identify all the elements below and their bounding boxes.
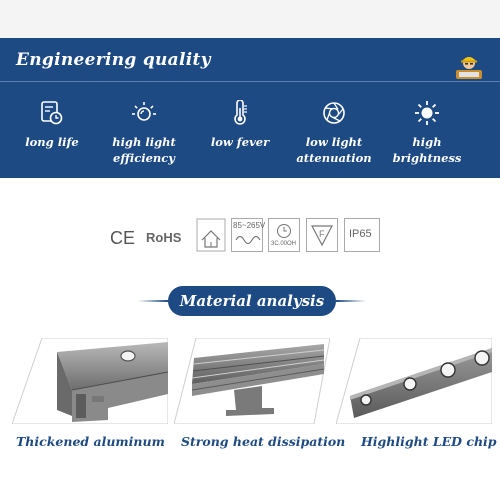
feature-label-line1: high: [412, 135, 442, 149]
feature-high-light-efficiency: high light efficiency: [99, 100, 189, 166]
caption-heat-dissipation: Strong heat dissipation: [181, 434, 346, 449]
ip-rating-badge: IP65: [344, 218, 380, 252]
caption-thickened-aluminum: Thickened aluminum: [16, 434, 165, 449]
caption-led-chip: Highlight LED chip: [361, 434, 497, 449]
material-analysis-banner: Material analysis: [138, 286, 366, 316]
sun-icon: [415, 101, 439, 125]
f-triangle-icon: F: [306, 218, 338, 252]
rohs-mark: RoHS: [146, 230, 182, 245]
feature-label-line1: low fever: [210, 135, 270, 149]
hours-text: 3C.00OH: [271, 241, 297, 247]
banner-title: Engineering quality: [16, 50, 211, 70]
banner-divider: [0, 81, 500, 82]
voltage-badge: 85~265V: [231, 218, 266, 252]
feature-label-line1: low light: [305, 135, 363, 149]
aperture-icon: [323, 102, 345, 124]
top-strip: [0, 0, 500, 38]
engineering-banner: Engineering quality long life: [0, 38, 500, 178]
feature-low-fever: low fever: [195, 100, 285, 150]
material-analysis-title: Material analysis: [179, 292, 325, 310]
feature-label-line2: brightness: [392, 151, 462, 165]
thermometer-icon: [234, 100, 247, 125]
feature-high-brightness: high brightness: [382, 100, 472, 166]
clock-document-icon: [41, 101, 63, 125]
feature-label-line1: high light: [112, 135, 176, 149]
hours-badge: 3C.00OH: [268, 218, 300, 252]
feature-label-line2: attenuation: [296, 151, 372, 165]
certification-row: CE RoHS 85~265V 3C.00OH F IP65: [110, 218, 380, 260]
hours-dial-icon: [277, 224, 291, 238]
ac-wave-icon: [235, 235, 261, 245]
light-bulb-rays-icon: [132, 102, 156, 121]
voltage-text: 85~265V: [233, 221, 266, 230]
ce-mark: CE: [110, 228, 136, 248]
feature-long-life: long life: [7, 100, 97, 150]
feature-low-light-attenuation: low light attenuation: [289, 100, 379, 166]
product-image-aluminum-profile: [12, 338, 168, 424]
product-image-led-chip: [336, 338, 492, 424]
ip-rating-text: IP65: [349, 228, 372, 240]
house-ground-icon: [196, 218, 226, 252]
product-image-heat-sink: [174, 338, 330, 424]
feature-label-line2: efficiency: [113, 151, 175, 165]
engineer-worker-icon: [456, 57, 482, 79]
feature-label-line1: long life: [25, 135, 79, 149]
svg-text:F: F: [319, 229, 325, 239]
